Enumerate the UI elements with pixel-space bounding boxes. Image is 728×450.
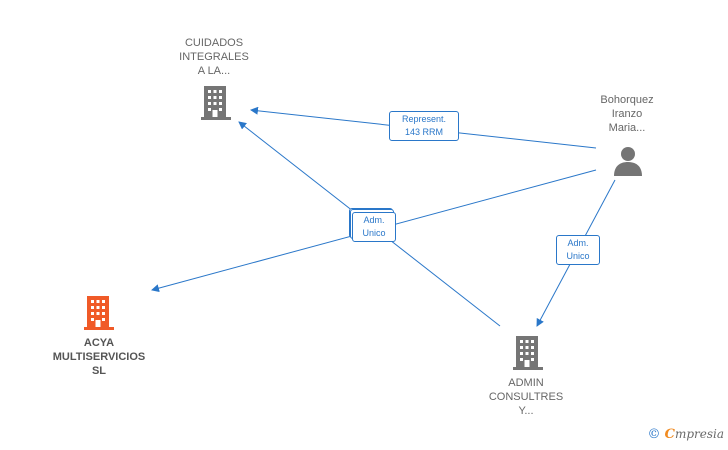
label-line: Y... xyxy=(518,405,534,417)
edge-label-line: Adm. xyxy=(363,215,385,225)
building-icon[interactable] xyxy=(201,86,231,120)
building-icon[interactable] xyxy=(84,296,114,330)
label-line: Iranzo xyxy=(611,108,643,120)
label-line: MULTISERVICIOS xyxy=(52,351,146,363)
brand-name: mpresia xyxy=(674,427,724,441)
person-icon[interactable] xyxy=(614,147,642,176)
label-line: CONSULTRES xyxy=(488,391,564,403)
edge-label-line: 143 RRM xyxy=(404,127,443,137)
copyright-icon: © xyxy=(647,427,661,442)
node-label-acya[interactable]: ACYA MULTISERVICIOS SL xyxy=(39,336,159,378)
node-label-admin[interactable]: ADMIN CONSULTRES Y... xyxy=(476,376,576,418)
edge-label-adm-unico-center[interactable]: Adm. Unico xyxy=(352,212,396,242)
edge-label-line: Unico xyxy=(566,251,590,261)
node-label-cuidados[interactable]: CUIDADOS INTEGRALES A LA... xyxy=(164,36,264,78)
node-label-bohorquez[interactable]: Bohorquez Iranzo Maria... xyxy=(577,93,677,135)
edge-label-line: Adm. xyxy=(567,238,589,248)
label-line: A LA... xyxy=(197,65,231,77)
edge-label-adm-unico-right[interactable]: Adm. Unico xyxy=(556,235,600,265)
label-line: Maria... xyxy=(608,122,646,134)
label-line: ADMIN xyxy=(508,377,544,389)
label-line: SL xyxy=(91,365,107,377)
edge-label-represent[interactable]: Represent. 143 RRM xyxy=(389,111,459,141)
brand-initial: C xyxy=(664,427,675,442)
edge-label-line: Unico xyxy=(362,228,386,238)
label-line: ACYA xyxy=(83,337,115,349)
copyright-footer[interactable]: © Cmpresia xyxy=(647,427,724,442)
edge-label-line: Represent. xyxy=(401,114,447,124)
building-icon[interactable] xyxy=(513,336,543,370)
label-line: CUIDADOS xyxy=(184,37,244,49)
label-line: INTEGRALES xyxy=(179,51,249,63)
label-line: Bohorquez xyxy=(600,94,654,106)
